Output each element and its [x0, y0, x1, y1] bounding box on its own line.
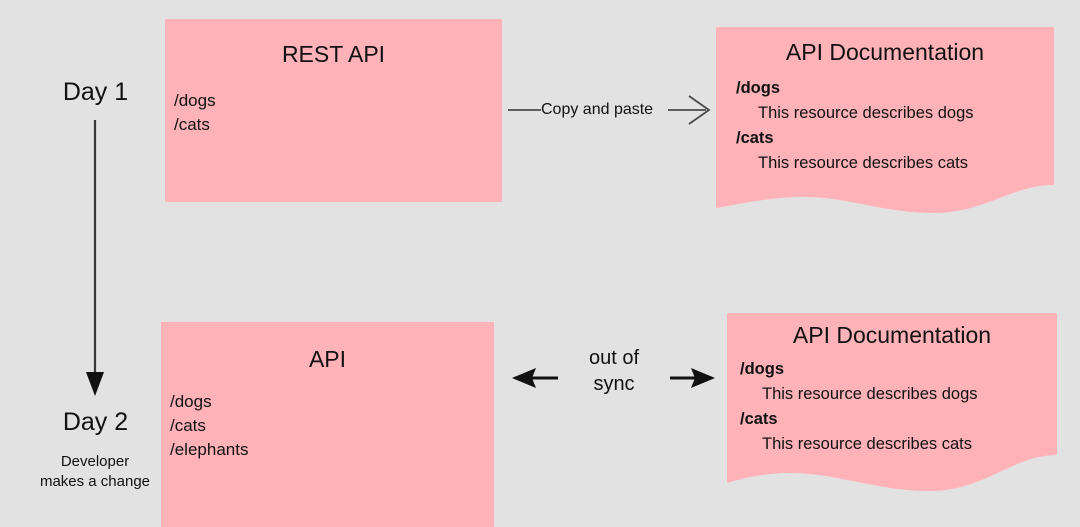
doc-entry-key: /cats [740, 410, 778, 428]
day2-label: Day 2 [62, 408, 129, 436]
doc-entry-description: This resource describes cats [762, 435, 972, 453]
day1-api-documentation: API Documentation /dogs This resource de… [716, 27, 1054, 213]
api-box: API /dogs /cats /elephants [161, 322, 494, 527]
doc-entry-description: This resource describes dogs [762, 385, 978, 403]
out-of-sync-line1: out of [588, 347, 640, 369]
day2-doc-title: API Documentation [792, 322, 992, 348]
rest-api-title: REST API [281, 41, 386, 67]
doc-entry-description: This resource describes cats [758, 154, 968, 172]
api-endpoint-list: /dogs /cats /elephants [170, 390, 248, 462]
torn-page-shape [716, 27, 1054, 213]
rest-api-endpoint-list: /dogs /cats [174, 89, 216, 137]
day2-doc-body: /dogs This resource describes dogs /cats… [740, 357, 978, 457]
doc-entry-key: /dogs [736, 79, 780, 97]
rest-api-endpoint: /cats [174, 115, 210, 134]
api-endpoint: /cats [170, 416, 206, 435]
day2-sublabel-line1: Developer [60, 453, 130, 470]
rest-api-endpoint: /dogs [174, 91, 216, 110]
day2-sublabel: Developer makes a change [10, 452, 180, 492]
doc-entry-description: This resource describes dogs [758, 104, 974, 122]
api-endpoint: /elephants [170, 440, 249, 459]
day2-sublabel-line2: makes a change [39, 473, 151, 490]
doc-entry-key: /dogs [740, 360, 784, 378]
out-of-sync-left-arrow [512, 368, 558, 388]
api-title: API [308, 346, 347, 372]
torn-page-shape [727, 313, 1057, 491]
day1-doc-body: /dogs This resource describes dogs /cats… [736, 76, 974, 176]
timeline-arrow [86, 120, 104, 396]
copy-and-paste-label: Copy and paste [541, 101, 654, 118]
day1-label: Day 1 [62, 78, 129, 106]
rest-api-box: REST API /dogs /cats [165, 19, 502, 202]
day2-api-documentation: API Documentation /dogs This resource de… [727, 313, 1057, 527]
out-of-sync-line2: sync [593, 373, 635, 395]
out-of-sync-right-arrow [670, 368, 715, 388]
api-endpoint: /dogs [170, 392, 212, 411]
out-of-sync-label: out of sync [564, 345, 664, 397]
doc-entry-key: /cats [736, 129, 774, 147]
day1-doc-title: API Documentation [785, 39, 985, 65]
